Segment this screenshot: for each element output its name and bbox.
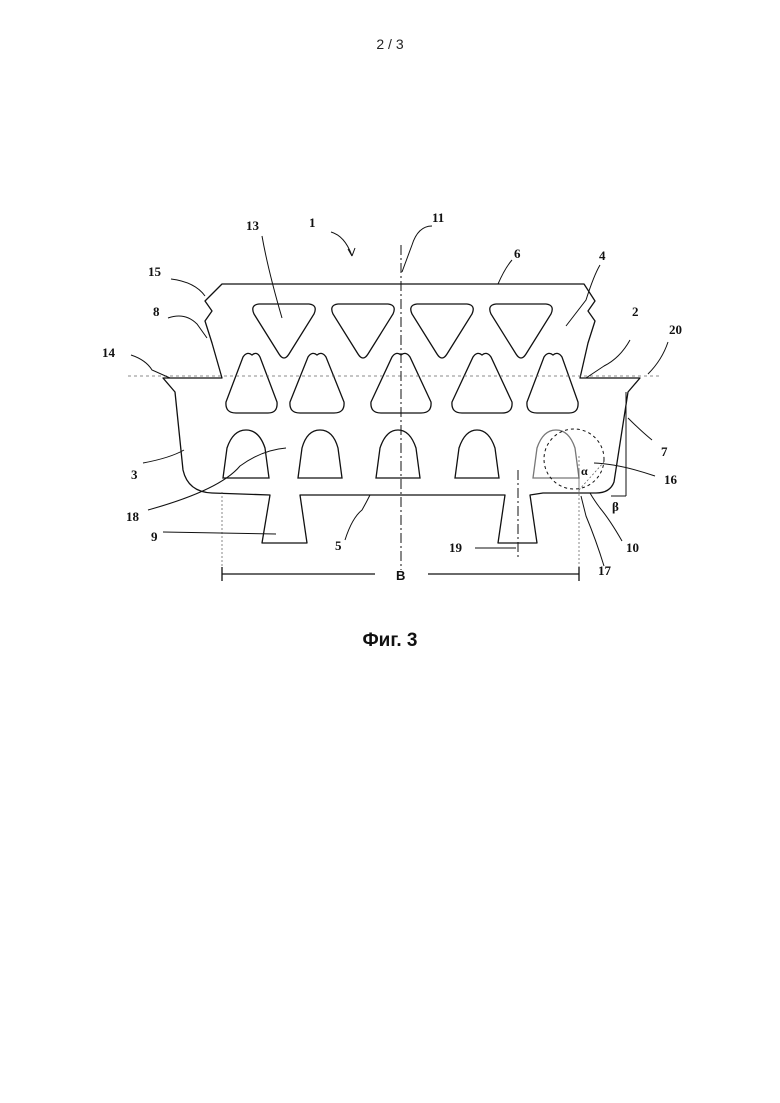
ref-label-13: 13 [246, 218, 260, 233]
figure-caption: Фиг. 3 [0, 630, 780, 652]
ref-label-15: 15 [148, 264, 162, 279]
ref-label-18: 18 [126, 509, 140, 524]
triangle-hole [452, 353, 512, 413]
triangle-hole [411, 304, 473, 358]
triangle-hole [226, 353, 277, 413]
ref-label-9: 9 [151, 529, 158, 544]
ref-label-2: 2 [632, 304, 639, 319]
ref-label-16: 16 [664, 472, 678, 487]
ref-label-7: 7 [661, 444, 668, 459]
ref-label-17: 17 [598, 563, 612, 578]
ref-label-8: 8 [153, 304, 160, 319]
triangle-hole [253, 304, 315, 358]
ref-label-1: 1 [309, 215, 316, 230]
arch-hole-partial [533, 430, 579, 478]
detail-circle-16 [544, 429, 604, 489]
arch-hole [298, 430, 342, 478]
ref-label-14: 14 [102, 345, 116, 360]
ref-label-6: 6 [514, 246, 521, 261]
ref-label-5: 5 [335, 538, 342, 553]
angle-alpha-label: α [581, 464, 588, 478]
triangle-hole [490, 304, 552, 358]
dimension-b-label: B [396, 568, 405, 583]
ref-label-19: 19 [449, 540, 463, 555]
arch-hole [376, 430, 420, 478]
ref-label-11: 11 [432, 210, 444, 225]
triangle-hole [290, 353, 344, 413]
triangle-hole [332, 304, 394, 358]
leader-lines [131, 226, 668, 566]
arch-hole [455, 430, 499, 478]
ref-label-20: 20 [669, 322, 682, 337]
triangle-hole [527, 353, 578, 413]
hole-row-middle [226, 353, 578, 413]
ref-label-4: 4 [599, 248, 606, 263]
ref-label-10: 10 [626, 540, 639, 555]
ref-label-3: 3 [131, 467, 138, 482]
angle-beta-label: β [612, 499, 619, 514]
hole-row-top [253, 304, 552, 358]
